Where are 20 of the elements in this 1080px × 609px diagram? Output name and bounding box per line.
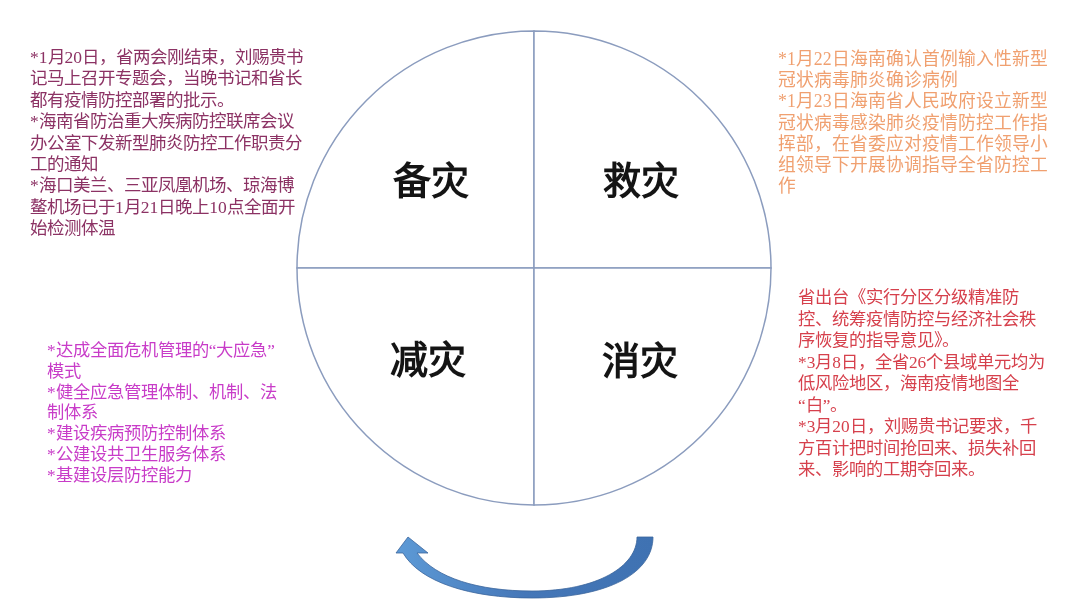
bullet-note: *3月20日，刘赐贵书记要求，千方百计把时间抢回来、损失补回来、影响的工期夺回来。 <box>798 416 1038 481</box>
bullet-note: *建设疾病预防控制体系 <box>47 424 227 445</box>
bullet-note: *1月22日海南确认首例输入性新型冠状病毒肺炎确诊病例 <box>778 49 1049 91</box>
bullet-note: *公建设共卫生服务体系 <box>47 445 227 466</box>
quadrant-label: 消灾 <box>602 342 678 380</box>
bullet-note: *1月20日，省两会刚结束，刘赐贵书记马上召开专题会，当晚书记和省长都有疫情防控部署的批示。 <box>30 47 304 112</box>
bullet-note: *3月8日，全省26个县域单元均为低风险地区，海南疫情地图全“白”。 <box>798 351 1047 416</box>
quadrant-sector <box>534 268 771 505</box>
quadrant-sector <box>534 31 771 268</box>
quadrant-label: 备灾 <box>393 162 469 200</box>
quadrant-sector <box>297 268 534 505</box>
bullet-note: *健全应急管理体制、机制、法制体系 <box>47 382 278 424</box>
bullet-note: *1月23日海南省人民政府设立新型冠状病毒感染肺炎疫情防控工作指挥部，在省委应对疫情工作领导小组领导下开展协调指导全省防控工作 <box>778 91 1049 198</box>
bullet-note: *基建设层防控能力 <box>47 465 193 487</box>
quadrant-label: 救灾 <box>603 162 679 200</box>
bullet-note: *海南省防治重大疾病防控联席会议办公室下发新型肺炎防控工作职责分工的通知 <box>30 111 303 176</box>
bullet-note: *达成全面危机管理的“大应急”模式 <box>47 341 276 383</box>
bullet-note: 省出台《实行分区分级精准防控、统筹疫情防控与经济社会秩序恢复的指导意见》。 <box>798 287 1037 352</box>
quadrant-label: 减灾 <box>390 341 466 379</box>
bullet-note: *海口美兰、三亚凤凰机场、琼海博鳌机场已于1月21日晚上10点全面开始检测体温 <box>30 175 296 240</box>
